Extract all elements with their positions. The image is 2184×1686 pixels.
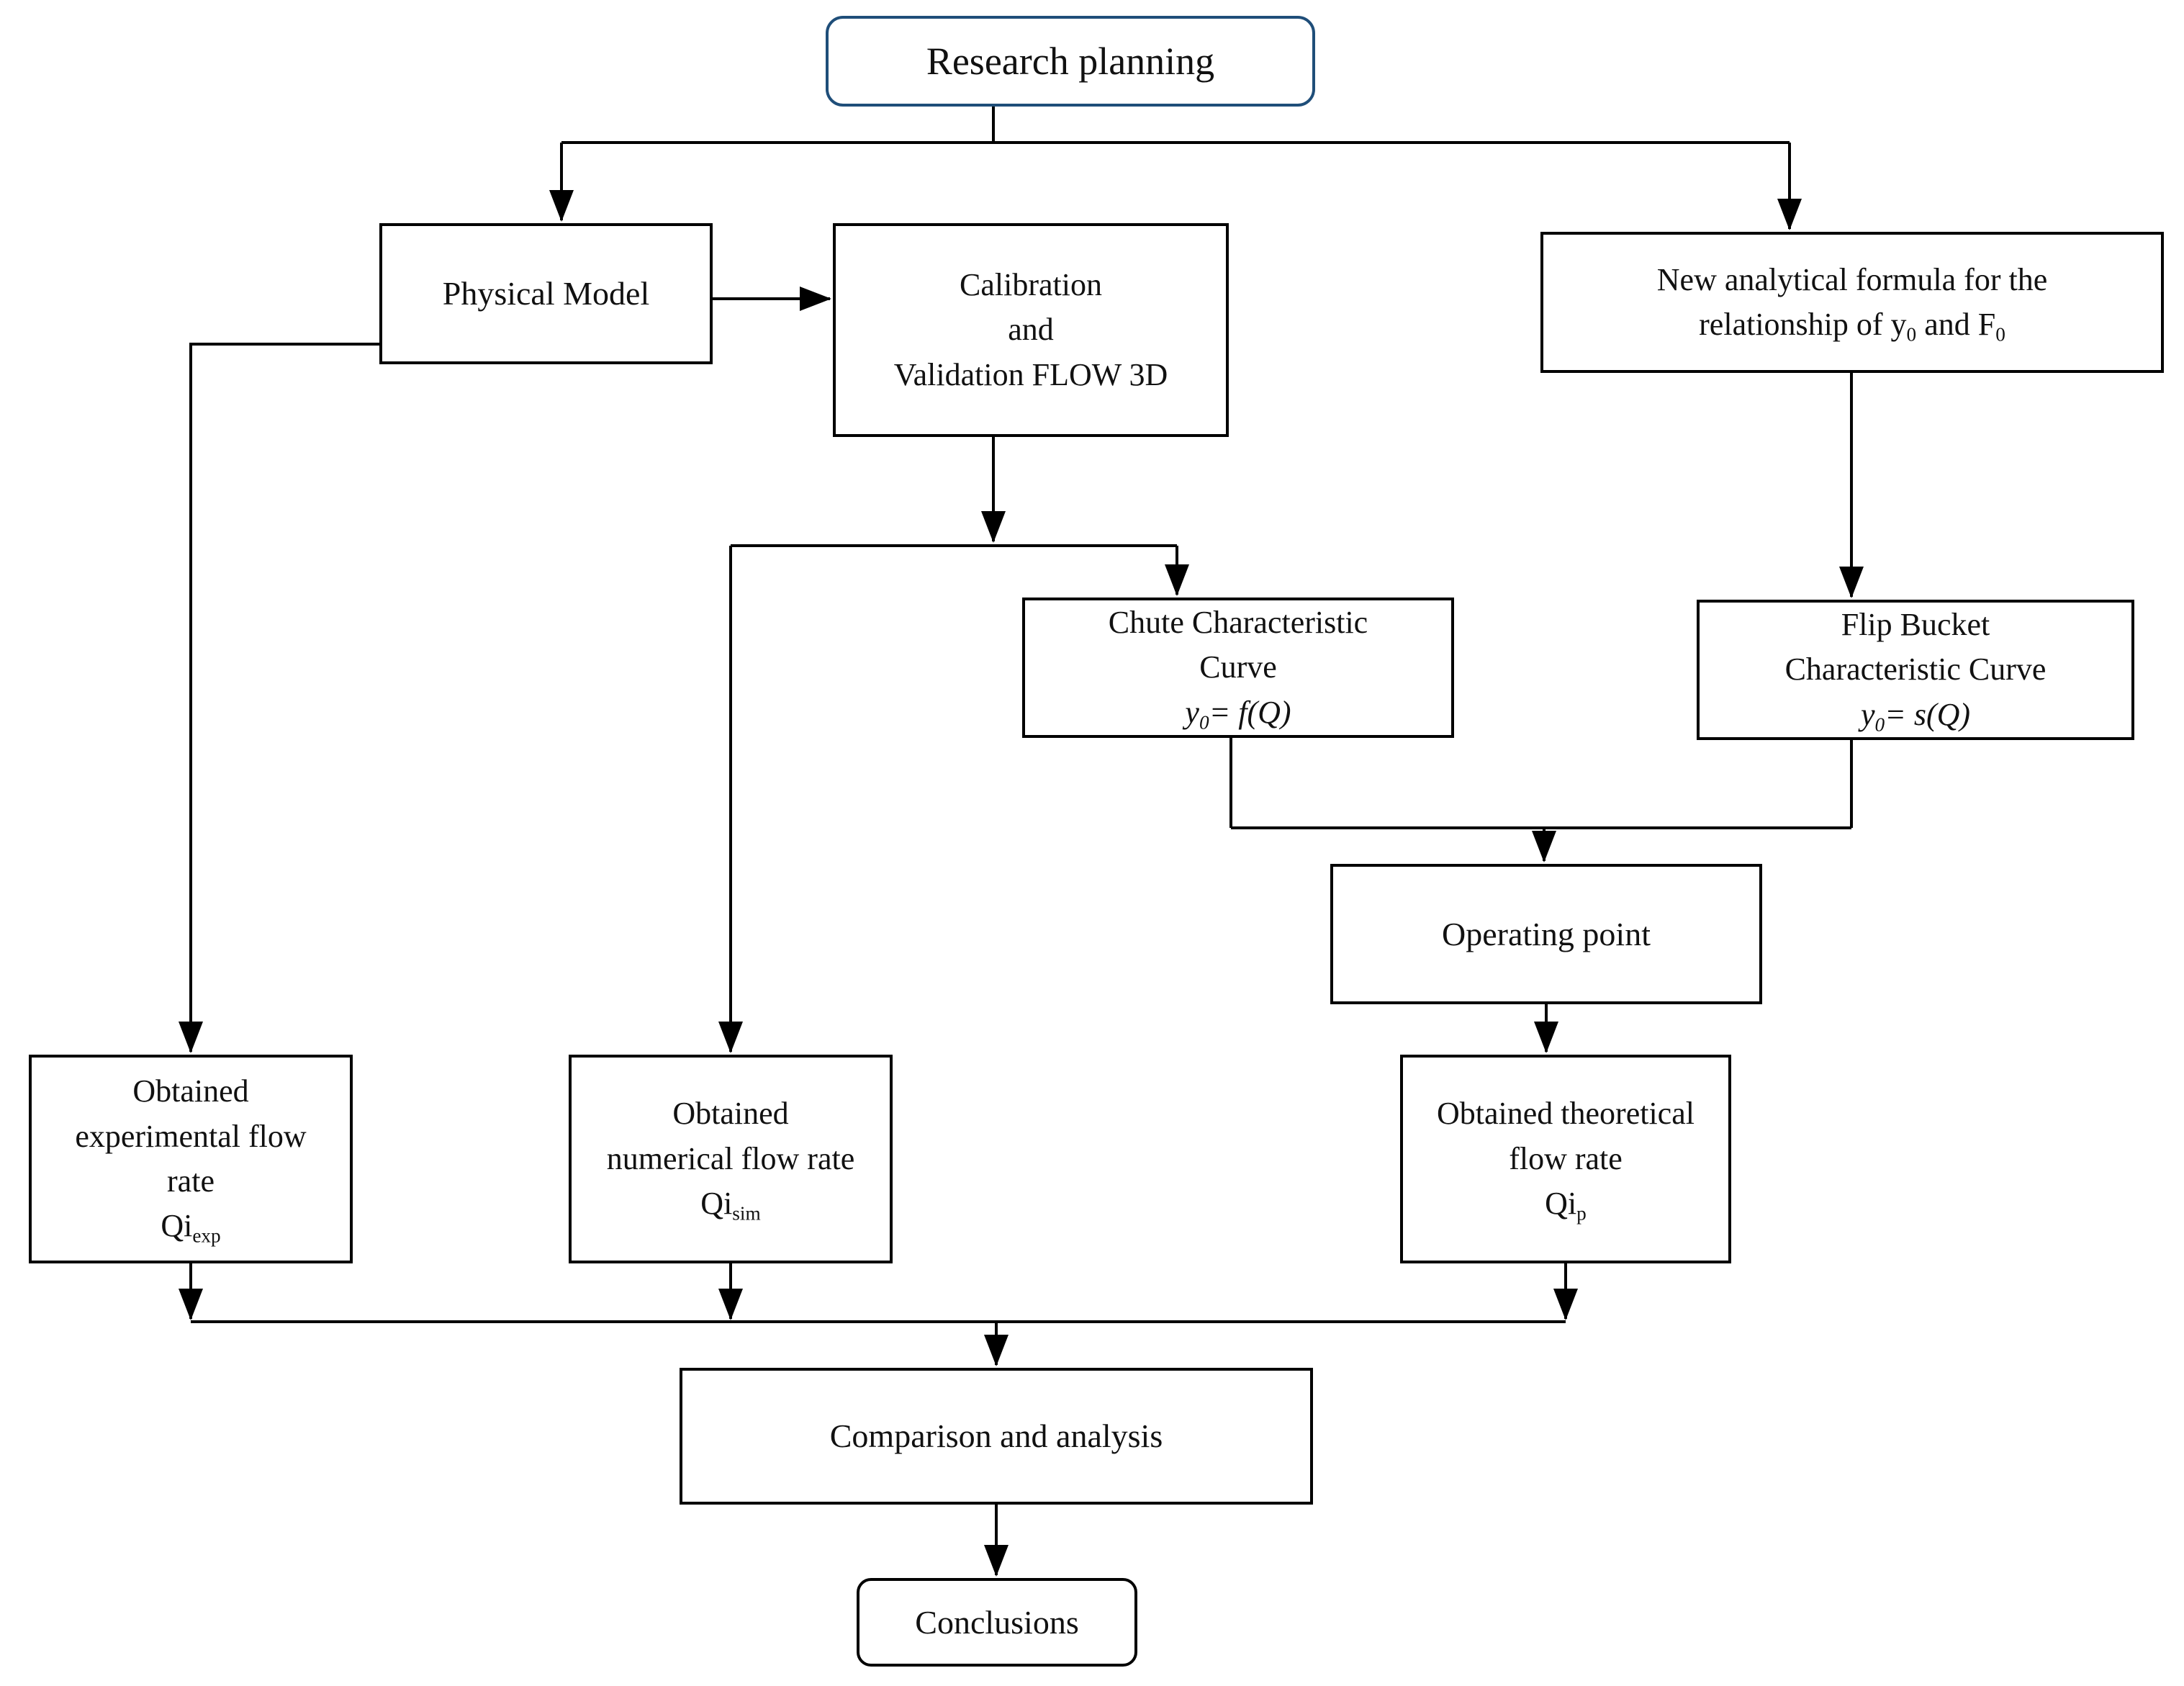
theoretical-quantity: Qip (1545, 1186, 1587, 1225)
numerical-line-2: numerical flow rate (606, 1140, 855, 1176)
node-operating-point: Operating point (1330, 864, 1762, 1004)
chute-line-1: Chute Characteristic (1108, 604, 1368, 640)
flip-bucket-line-1: Flip Bucket (1841, 606, 1990, 642)
node-chute-characteristic-curve: Chute Characteristic Curve y0= f(Q) (1022, 598, 1454, 738)
chute-line-2: Curve (1199, 649, 1277, 685)
node-calibration-validation: Calibration and Validation FLOW 3D (833, 223, 1229, 437)
numerical-line-1: Obtained (672, 1096, 789, 1132)
numerical-quantity: Qisim (700, 1186, 761, 1225)
node-obtained-numerical-flow-rate: Obtained numerical flow rate Qisim (569, 1055, 893, 1263)
node-physical-model: Physical Model (379, 223, 713, 364)
node-obtained-experimental-flow-rate: Obtained experimental flow rate Qiexp (29, 1055, 353, 1263)
experimental-line-2: experimental flow (75, 1118, 307, 1154)
node-obtained-theoretical-flow-rate: Obtained theoretical flow rate Qip (1400, 1055, 1731, 1263)
node-flip-bucket-characteristic-curve: Flip Bucket Characteristic Curve y0= s(Q… (1697, 600, 2134, 740)
node-comparison-and-analysis: Comparison and analysis (680, 1368, 1313, 1505)
experimental-quantity: Qiexp (161, 1208, 221, 1248)
node-new-analytical-formula: New analytical formula for the relations… (1540, 232, 2164, 373)
connector-physical-to-experimental (179, 343, 379, 1053)
experimental-line-1: Obtained (132, 1073, 249, 1109)
calibration-line-3: Validation FLOW 3D (893, 356, 1168, 392)
calibration-line-1: Calibration (960, 266, 1102, 302)
experimental-line-3: rate (167, 1163, 215, 1199)
new-analytical-line-2: relationship of y0 and F0 (1699, 307, 2005, 346)
calibration-line-2: and (1008, 312, 1054, 348)
new-analytical-line-1: New analytical formula for the (1656, 261, 2048, 297)
flip-bucket-line-2: Characteristic Curve (1784, 652, 2047, 688)
comparison-label: Comparison and analysis (829, 1417, 1163, 1455)
conclusions-label: Conclusions (915, 1603, 1079, 1641)
theoretical-line-1: Obtained theoretical (1437, 1096, 1695, 1132)
theoretical-line-2: flow rate (1509, 1140, 1623, 1176)
operating-point-label: Operating point (1442, 915, 1651, 952)
flip-bucket-formula: y0= s(Q) (1860, 696, 1971, 736)
node-research-planning: Research planning (826, 16, 1315, 107)
chute-formula: y0= f(Q) (1185, 694, 1291, 734)
node-conclusions: Conclusions (857, 1578, 1137, 1667)
research-planning-label: Research planning (926, 39, 1215, 83)
physical-model-label: Physical Model (442, 275, 650, 312)
